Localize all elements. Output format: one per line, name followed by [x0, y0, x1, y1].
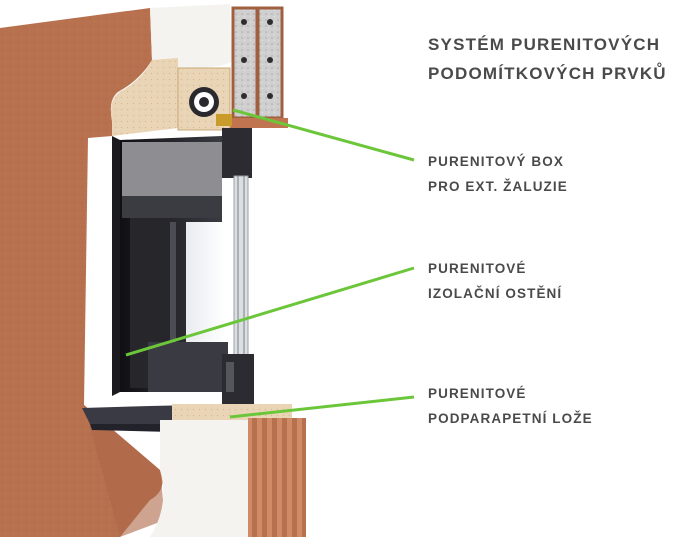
callout-loze-line-1: PURENITOVÉ: [428, 381, 593, 406]
bottom-insulation: [150, 420, 248, 537]
diagram-title: SYSTÉM PURENITOVÝCH PODOMÍTKOVÝCH PRVKŮ: [428, 30, 667, 88]
callout-box-line-1: PURENITOVÝ BOX: [428, 149, 568, 174]
callout-osteni-line-1: PURENITOVÉ: [428, 256, 562, 281]
bottom-brick-blocks: [248, 418, 306, 537]
window-sash: [148, 342, 228, 392]
callout-loze-line-2: PODPARAPETNÍ LOŽE: [428, 406, 593, 431]
callout-osteni-line-2: IZOLAČNÍ OSTĚNÍ: [428, 281, 562, 306]
callout-insulation-reveal: PURENITOVÉ IZOLAČNÍ OSTĚNÍ: [428, 256, 562, 306]
title-line-2: PODOMÍTKOVÝCH PRVKŮ: [428, 59, 667, 88]
callout-purenit-box: PURENITOVÝ BOX PRO EXT. ŽALUZIE: [428, 149, 568, 199]
callout-box-line-2: PRO EXT. ŽALUZIE: [428, 174, 568, 199]
window-frame-top: [222, 128, 252, 178]
window-glazing: [234, 176, 248, 356]
callout-sub-sill-bed: PURENITOVÉ PODPARAPETNÍ LOŽE: [428, 381, 593, 431]
title-line-1: SYSTÉM PURENITOVÝCH: [428, 30, 667, 59]
reveal-left: [112, 136, 120, 396]
leader-line-box: [233, 110, 414, 160]
blind-cover: [122, 142, 222, 198]
